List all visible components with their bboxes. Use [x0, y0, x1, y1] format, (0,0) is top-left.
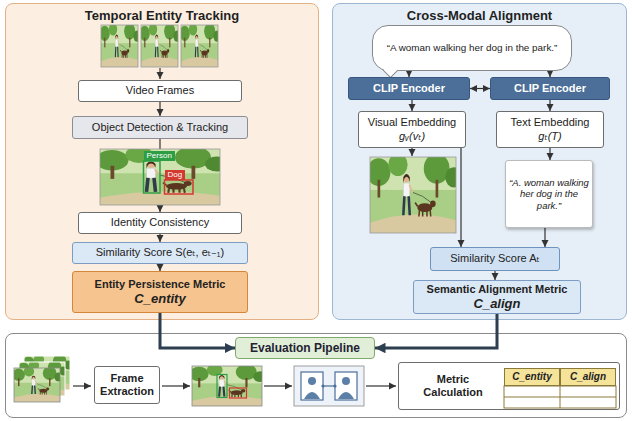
identity-match-icon	[294, 366, 364, 406]
table-cell: C_entity	[504, 368, 560, 386]
node-label: Temporal Entity Tracking	[85, 8, 239, 24]
node-label: Frame Extraction	[99, 372, 155, 398]
encoder-box: CLIP Encoder	[490, 77, 610, 100]
connector-arrow	[159, 264, 160, 271]
node-label: CLIP Encoder	[514, 82, 586, 95]
connector-arrow	[544, 228, 545, 247]
node-label: Similarity Score S(eₜ, eₜ₋₁)	[96, 246, 224, 259]
score-box: Similarity Score Aₜ	[430, 247, 560, 271]
node-label: Entity Persistence Metric	[95, 278, 226, 291]
speech-bubble: “A woman walking her dog in the park.”	[372, 25, 572, 71]
flow-arrow	[159, 68, 160, 79]
node-formula: gᵥ(vₜ)	[399, 130, 425, 143]
metric-table-rows	[504, 386, 616, 408]
woman-dog-picture	[367, 153, 463, 233]
connector-arrow	[494, 271, 495, 280]
process-box: Video Frames	[78, 80, 242, 102]
node-label: Similarity Score Aₜ	[450, 252, 539, 265]
tag-anchor: Dog	[165, 170, 186, 180]
connector-arrow	[159, 102, 160, 116]
process-box: Identity Consistency	[78, 212, 242, 234]
detection-tag: Person	[144, 151, 175, 161]
node-label: Text Embedding	[511, 116, 590, 129]
node-label: Semantic Alignment Metric	[427, 283, 568, 296]
node-label: Identity Consistency	[111, 216, 209, 229]
node-label: Visual Embedding	[368, 116, 456, 129]
node-label: Video Frames	[126, 84, 194, 97]
encoder-box: CLIP Encoder	[348, 77, 470, 100]
node-label: Metric Calculation	[407, 373, 499, 399]
detection-tag: Dog	[165, 170, 186, 180]
detection-thumbnail	[189, 364, 267, 406]
node-label: “A woman walking her dog in the park.”	[387, 42, 558, 54]
connector-arrow	[549, 100, 550, 111]
metric-box: Entity Persistence MetricC_entity	[72, 271, 248, 313]
connector-arrow	[549, 148, 550, 160]
tag-anchor: Person	[144, 151, 175, 161]
detection-picture	[96, 146, 230, 205]
connector-arrow	[159, 234, 160, 242]
node-label: CLIP Encoder	[373, 82, 445, 95]
node-label: “A. woman walking her dog in the park.”	[509, 177, 589, 211]
node-formula: C_align	[474, 296, 521, 312]
flow-arrow	[411, 148, 412, 156]
process-box: Frame Extraction	[94, 366, 160, 404]
table-cell: C_align	[560, 368, 616, 386]
node-label: C_entity	[512, 371, 551, 383]
metric-box: Semantic Alignment MetricC_align	[413, 280, 581, 314]
caption-card: “A. woman walking her dog in the park.”	[505, 160, 593, 228]
score-box: Similarity Score S(eₜ, eₜ₋₁)	[72, 242, 248, 264]
embedding-box: Text Embeddinggₜ(T)	[496, 111, 604, 148]
connector-arrow	[460, 148, 461, 247]
embedding-box: Visual Embeddinggᵥ(vₜ)	[358, 111, 466, 148]
process-box: Metric Calculation C_entity C_align	[398, 362, 620, 410]
node-label: Object Detection & Tracking	[92, 121, 228, 134]
process-box: Object Detection & Tracking	[72, 116, 248, 139]
node-label: C_align	[570, 371, 606, 383]
node-formula: gₜ(T)	[538, 130, 561, 143]
connector-arrow	[470, 88, 490, 89]
node-label: Cross-Modal Alignment	[407, 8, 552, 24]
connector-arrow	[411, 100, 412, 111]
node-formula: C_entity	[134, 291, 185, 307]
video-frames-picture	[100, 23, 221, 67]
node-label: Evaluation Pipeline	[235, 337, 375, 359]
